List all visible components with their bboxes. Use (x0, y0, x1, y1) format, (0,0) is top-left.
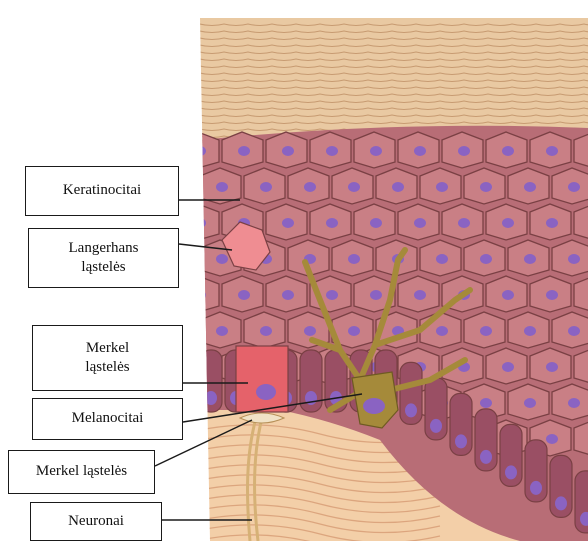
keratinocyte-cell (486, 204, 527, 240)
keratinocyte-cell (398, 132, 439, 168)
keratinocyte-cell (310, 204, 351, 240)
keratinocyte-cell (486, 276, 527, 312)
basal-cell-nucleus (430, 419, 442, 433)
keratinocyte-cell (178, 204, 219, 240)
label-merkel-cells-line2: ląstelės (85, 358, 129, 378)
label-merkel-lasteles-text: Merkel ląstelės (36, 462, 127, 482)
label-keratinocitai-text: Keratinocitai (63, 181, 141, 201)
keratinocyte-cell (200, 312, 241, 348)
keratinocyte-cell (464, 240, 505, 276)
keratinocyte-cell (442, 132, 483, 168)
keratinocyte-cell (420, 168, 461, 204)
melanocyte-nucleus (363, 398, 385, 414)
keratinocyte-cell (464, 312, 505, 348)
keratinocyte-cell (442, 348, 483, 384)
label-langerhans-cells: Langerhans ląstelės (28, 228, 179, 288)
keratinocyte-cell (178, 276, 219, 312)
keratinocyte-cell (552, 384, 588, 420)
keratinocyte-cell (398, 276, 439, 312)
keratinocyte-cell (552, 240, 588, 276)
basal-cell-nucleus (530, 481, 542, 495)
keratinocyte-cell (200, 168, 241, 204)
keratinocyte-cell (508, 168, 549, 204)
label-merkel-cells: Merkel ląstelės (32, 325, 183, 391)
keratinocyte-cell (376, 168, 417, 204)
keratinocyte-cell (354, 132, 395, 168)
keratinocyte-cell (420, 312, 461, 348)
basal-cell-nucleus (455, 434, 467, 448)
keratinocyte-cell (332, 168, 373, 204)
keratinocyte-cell (244, 312, 285, 348)
keratinocyte-cell (530, 204, 571, 240)
keratinocyte-cell (266, 204, 307, 240)
keratinocyte-cell (508, 312, 549, 348)
keratinocyte-cell (354, 204, 395, 240)
label-merkel-lasteles: Merkel ląstelės (8, 450, 155, 494)
label-langerhans-line1: Langerhans (69, 239, 139, 259)
label-keratinocitai: Keratinocitai (25, 166, 179, 216)
label-langerhans-line2: ląstelės (81, 258, 125, 278)
label-neuronai: Neuronai (30, 502, 162, 541)
keratinocyte-cell (288, 168, 329, 204)
keratinocyte-cell (398, 204, 439, 240)
keratinocyte-cell (244, 168, 285, 204)
keratinocyte-cell (486, 348, 527, 384)
keratinocyte-cell (222, 132, 263, 168)
merkel-cell (236, 346, 288, 412)
merkel-cell-nucleus (256, 384, 276, 400)
label-neuronai-text: Neuronai (68, 512, 124, 532)
basal-cell-nucleus (405, 403, 417, 417)
keratinocyte-cell (508, 384, 549, 420)
basal-cell-nucleus (505, 465, 517, 479)
keratinocyte-cell (266, 276, 307, 312)
label-melanocitai: Melanocitai (32, 398, 183, 440)
label-melanocitai-text: Melanocitai (72, 409, 144, 429)
keratinocyte-cell (530, 348, 571, 384)
basal-cell-nucleus (555, 496, 567, 510)
keratinocyte-cell (310, 132, 351, 168)
keratinocyte-cell (552, 168, 588, 204)
keratinocyte-cell (420, 240, 461, 276)
keratinocyte-cell (464, 168, 505, 204)
keratinocyte-cell (486, 132, 527, 168)
basal-cell-nucleus (205, 391, 217, 405)
keratinocyte-cell (530, 276, 571, 312)
keratinocyte-cell (552, 312, 588, 348)
keratinocyte-cell (442, 204, 483, 240)
keratinocyte-cell (222, 276, 263, 312)
keratinocyte-cell (530, 132, 571, 168)
keratinocyte-cell (508, 240, 549, 276)
keratinocyte-cell (266, 132, 307, 168)
keratinocyte-cell (332, 240, 373, 276)
keratinocyte-cell (178, 132, 219, 168)
basal-cell-nucleus (480, 450, 492, 464)
label-merkel-cells-line1: Merkel (86, 339, 129, 359)
